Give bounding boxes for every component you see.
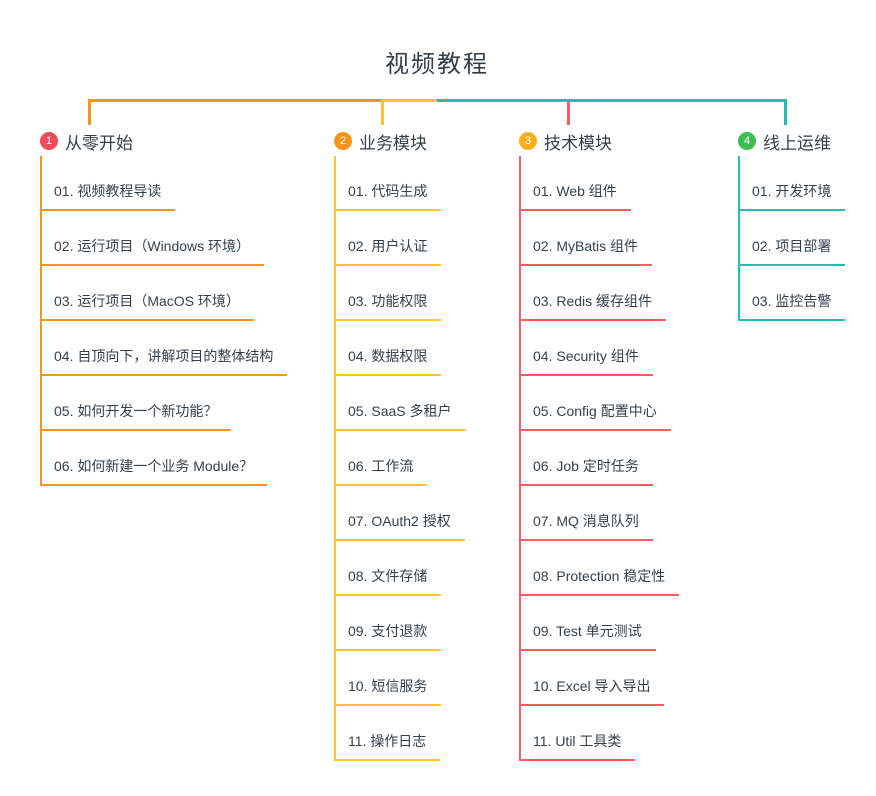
tree-item: 01. 开发环境 <box>740 156 846 211</box>
branch-header: 1 从零开始 <box>40 130 287 153</box>
tree-item: 11. Util 工具类 <box>521 706 636 761</box>
branch-number-badge: 4 <box>738 132 756 150</box>
tree-item: 01. 视频教程导读 <box>42 156 176 211</box>
tree-item: 09. 支付退款 <box>336 596 442 651</box>
tree-item: 02. 项目部署 <box>740 211 846 266</box>
tree-item: 01. Web 组件 <box>521 156 631 211</box>
branch-number-badge: 1 <box>40 132 58 150</box>
mindmap-title: 视频教程 <box>385 51 489 78</box>
tree-item: 10. Excel 导入导出 <box>521 651 665 706</box>
branch-label: 从零开始 <box>65 133 133 153</box>
tree-item: 02. MyBatis 组件 <box>521 211 653 266</box>
tree-item: 07. MQ 消息队列 <box>521 486 653 541</box>
tree-item: 01. 代码生成 <box>336 156 442 211</box>
tree-item: 06. 如何新建一个业务 Module？ <box>42 431 268 486</box>
tree-item: 03. 监控告警 <box>740 266 846 321</box>
branch-header: 2 业务模块 <box>334 130 466 153</box>
tree-item: 05. Config 配置中心 <box>521 376 671 431</box>
tree-item: 04. 自顶向下，讲解项目的整体结构 <box>42 321 288 376</box>
branch-header: 3 技术模块 <box>519 130 679 153</box>
tree-item: 08. 文件存储 <box>336 541 442 596</box>
branch-label: 业务模块 <box>359 133 427 153</box>
branch1-connector-horizontal <box>88 99 437 102</box>
branch-number-badge: 3 <box>519 132 537 150</box>
tree-item: 02. 运行项目（Windows 环境） <box>42 211 265 266</box>
tree-item: 05. SaaS 多租户 <box>336 376 466 431</box>
tree-item: 06. 工作流 <box>336 431 428 486</box>
tree-item: 07. OAuth2 授权 <box>336 486 465 541</box>
tree-item: 02. 用户认证 <box>336 211 442 266</box>
tree-item: 03. 运行项目（MacOS 环境） <box>42 266 254 321</box>
branch4-connector-drop <box>784 99 787 125</box>
tree-item: 10. 短信服务 <box>336 651 442 706</box>
tree-item: 04. Security 组件 <box>521 321 653 376</box>
branch-header: 4 线上运维 <box>738 130 845 153</box>
branch-label: 线上运维 <box>763 133 831 153</box>
tree-item: 04. 数据权限 <box>336 321 442 376</box>
branch2-connector-drop <box>381 99 384 125</box>
tree-item: 06. Job 定时任务 <box>521 431 653 486</box>
branch-label: 技术模块 <box>544 133 612 153</box>
branch4-connector-horizontal <box>437 99 787 102</box>
tree-item: 08. Protection 稳定性 <box>521 541 680 596</box>
tree-item: 11. 操作日志 <box>336 706 441 761</box>
branch-number-badge: 2 <box>334 132 352 150</box>
tree-item: 05. 如何开发一个新功能？ <box>42 376 232 431</box>
branch1-connector-drop <box>88 99 91 125</box>
branch2-connector-horizontal <box>381 99 437 102</box>
branch3-connector-drop <box>567 99 570 125</box>
tree-item: 03. Redis 缓存组件 <box>521 266 667 321</box>
tree-item: 03. 功能权限 <box>336 266 442 321</box>
tree-item: 09. Test 单元测试 <box>521 596 656 651</box>
